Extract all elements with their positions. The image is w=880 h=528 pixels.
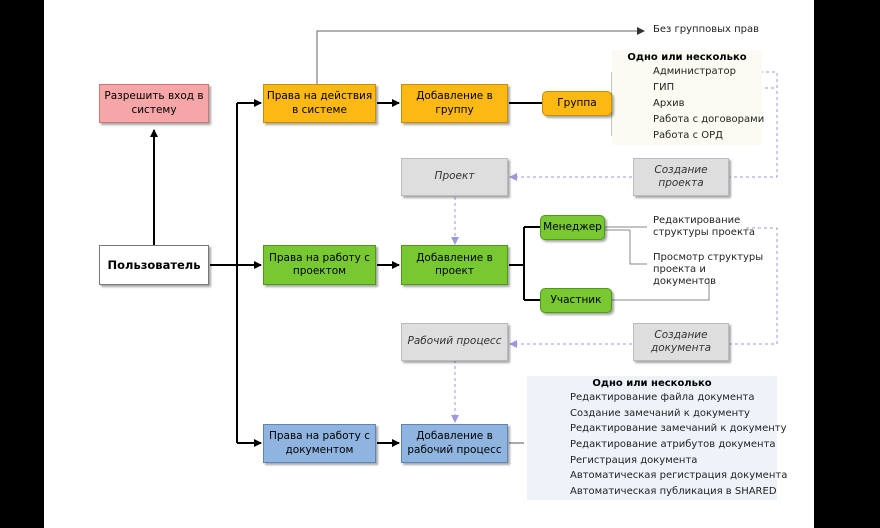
workflow-node: Рабочий процесс: [401, 323, 508, 361]
link-participant-view: [612, 278, 710, 301]
group-item: Работа с ОРД: [653, 130, 723, 141]
document-permission-item: Создание замечаний к документу: [570, 408, 750, 419]
dashed-edit-structure-to-create-document: [730, 227, 778, 345]
no-group-rights-label: Без групповых прав: [653, 24, 760, 35]
diagram-canvas: Разрешить вход в систему Пользователь Пр…: [44, 0, 814, 528]
document-permission-item: Редактирование замечаний к документу: [570, 423, 787, 434]
project-rights-node: Права на работу с проектом: [263, 245, 376, 285]
manager-node: Менеджер: [540, 215, 605, 240]
document-permission-item: Редактирование файла документа: [570, 392, 755, 403]
allow-login-node: Разрешить вход в систему: [99, 84, 209, 123]
create-document-node: Создание документа: [633, 323, 729, 361]
group-item: ГИП: [653, 82, 675, 93]
document-permission-item: Регистрация документа: [570, 455, 698, 466]
system-rights-node: Права на действия в системе: [263, 84, 376, 123]
document-rights-node: Права на работу с документом: [263, 424, 376, 463]
user-node: Пользователь: [99, 245, 209, 285]
document-panel-title: Одно или несколько: [592, 378, 712, 389]
groups-panel: [612, 50, 762, 145]
group-item: Архив: [653, 98, 685, 109]
add-to-group-node: Добавление в группу: [401, 84, 508, 123]
group-item: Администратор: [653, 66, 736, 77]
add-to-workflow-node: Добавление в рабочий процесс: [401, 424, 508, 463]
create-project-node: Создание проекта: [633, 158, 729, 196]
link-no-group-rights: [316, 27, 645, 84]
link-view-participant: [629, 230, 647, 265]
project-node: Проект: [401, 158, 508, 196]
add-to-project-node: Добавление в проект: [401, 245, 508, 285]
document-permission-item: Редактирование атрибутов документа: [570, 439, 776, 450]
document-permissions-panel: [527, 376, 777, 500]
dashed-admin-to-create-project: [730, 71, 778, 178]
project-permission-item: Редактирование структуры проекта: [653, 215, 755, 238]
groups-panel-title: Одно или несколько: [627, 52, 747, 63]
document-permission-item: Автоматическая регистрация документа: [570, 470, 788, 481]
group-item: Работа с договорами: [653, 114, 765, 125]
group-node: Группа: [542, 91, 612, 116]
participant-node: Участник: [540, 288, 612, 313]
document-permission-item: Автоматическая публикация в SHARED: [570, 486, 777, 497]
project-permission-item: Просмотр структуры проекта и документов: [653, 252, 764, 287]
